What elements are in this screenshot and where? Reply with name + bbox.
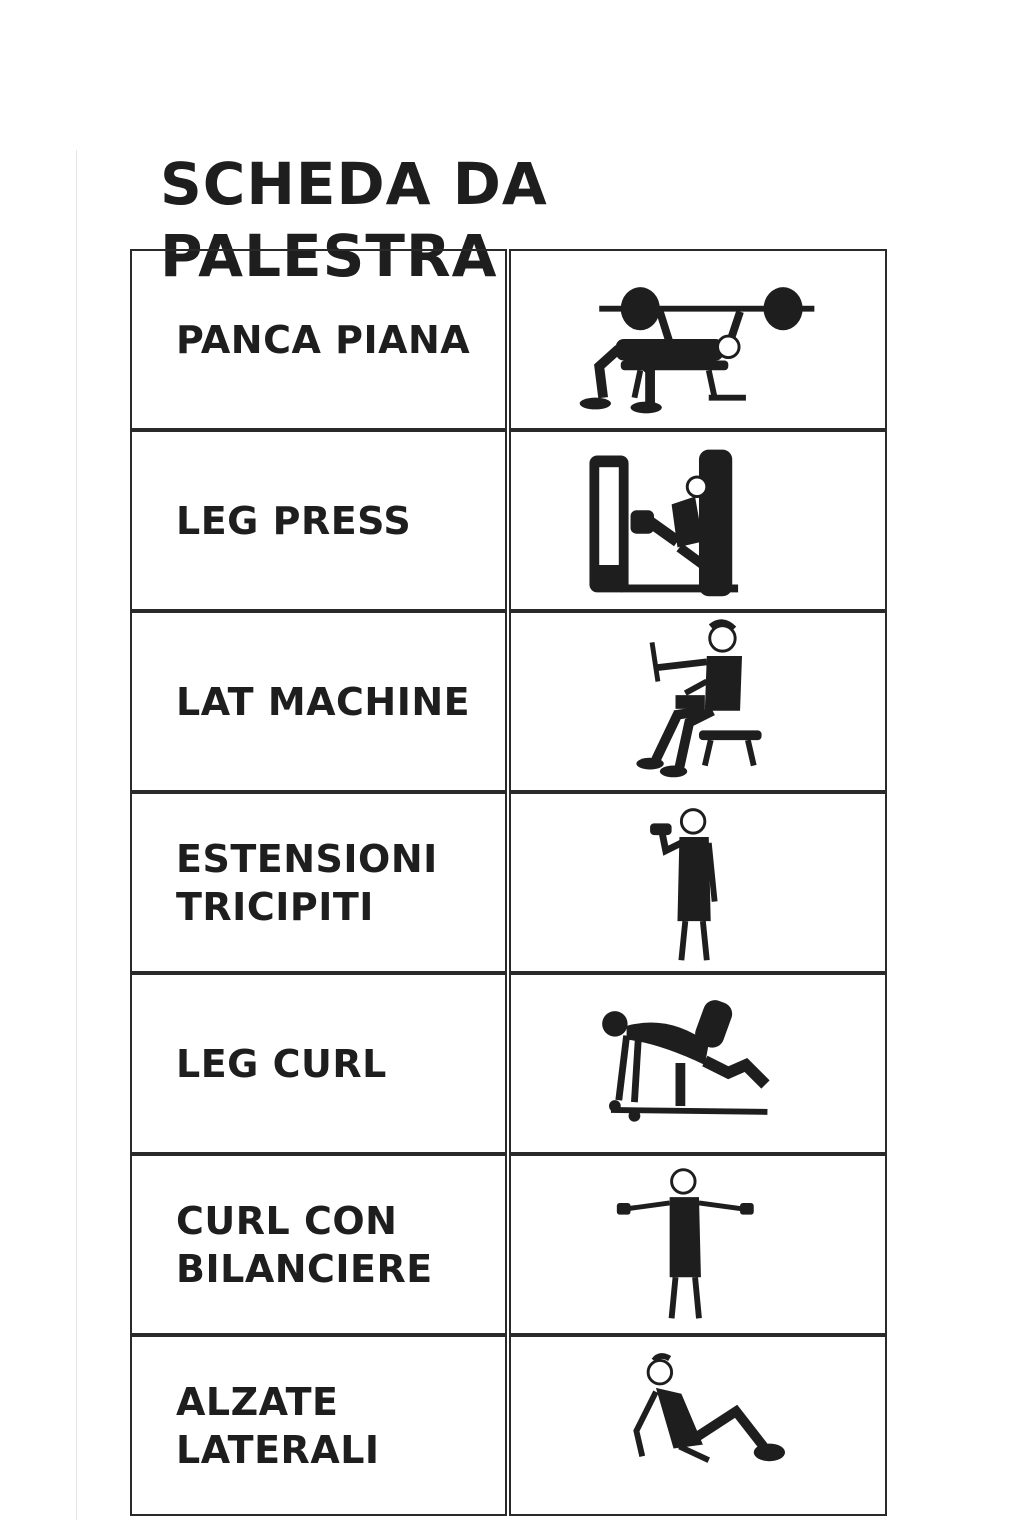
table-row: LAT MACHINE [130, 611, 887, 792]
exercise-name-cell: LEG PRESS [130, 430, 507, 611]
table-row: LEG PRESS [130, 430, 887, 611]
exercise-illustration-cell [509, 1154, 887, 1335]
leg-curl-icon [602, 1000, 770, 1122]
exercise-name-cell: ALZATE LATERALI [130, 1335, 507, 1516]
exercise-name-cell: ESTENSIONI TRICIPITI [130, 792, 507, 973]
triceps-extension-icon [650, 808, 718, 961]
left-margin-line [76, 150, 77, 1520]
exercise-table: PANCA PIANA [130, 249, 887, 1518]
exercise-illustration-cell [509, 249, 887, 430]
table-row: ALZATE LATERALI [130, 1335, 887, 1516]
exercise-name: ESTENSIONI TRICIPITI [176, 836, 438, 929]
exercise-name: ALZATE LATERALI [176, 1379, 380, 1472]
exercise-name: PANCA PIANA [176, 317, 471, 362]
exercise-illustration-cell [509, 611, 887, 792]
exercise-illustration-cell [509, 1335, 887, 1516]
table-row: ESTENSIONI TRICIPITI [130, 792, 887, 973]
exercise-name: LEG CURL [176, 1041, 387, 1086]
lat-machine-icon [636, 619, 762, 778]
exercise-name-cell: LEG CURL [130, 973, 507, 1154]
exercise-illustration-cell [509, 973, 887, 1154]
table-row: PANCA PIANA [130, 249, 887, 430]
exercise-name: LAT MACHINE [176, 679, 471, 724]
exercise-illustration-cell [509, 792, 887, 973]
exercise-name: CURL CON BILANCIERE [176, 1198, 433, 1291]
leg-press-icon [589, 449, 739, 597]
table-row: CURL CON BILANCIERE [130, 1154, 887, 1335]
exercise-name-cell: CURL CON BILANCIERE [130, 1154, 507, 1335]
bench-press-icon [579, 287, 815, 414]
table-row: LEG CURL [130, 973, 887, 1154]
exercise-illustration-cell [509, 430, 887, 611]
page-title: SCHEDA DA PALESTRA [160, 150, 548, 290]
barbell-curl-icon [616, 1168, 754, 1319]
exercise-name-cell: PANCA PIANA [130, 249, 507, 430]
lateral-raise-icon [633, 1353, 786, 1463]
exercise-name: LEG PRESS [176, 498, 412, 543]
exercise-name-cell: LAT MACHINE [130, 611, 507, 792]
